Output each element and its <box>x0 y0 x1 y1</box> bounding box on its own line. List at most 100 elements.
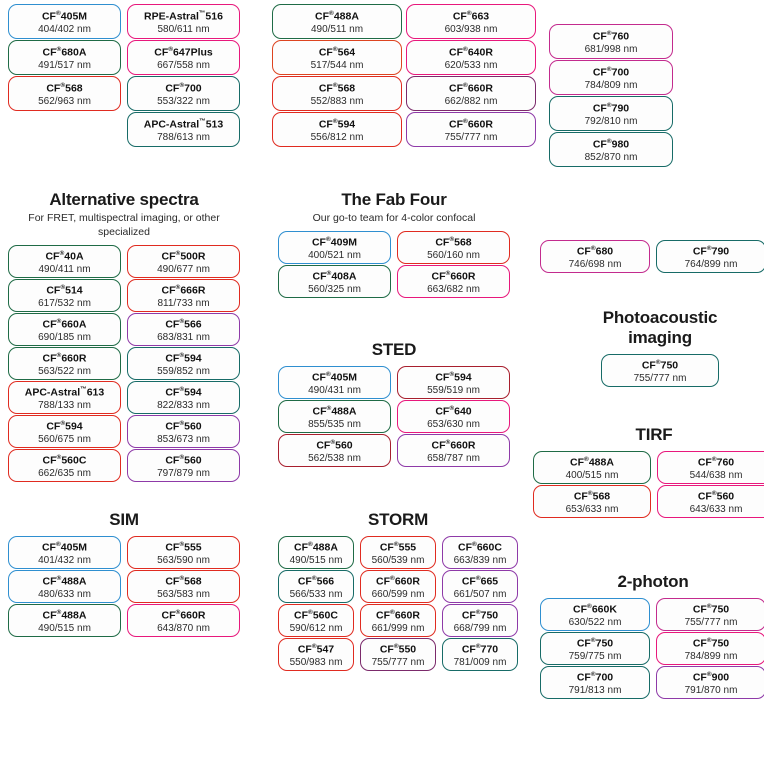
dye-wavelengths: 560/325 nm <box>308 284 361 296</box>
dye-name: CF®568 <box>165 574 202 588</box>
dye-name: CF®760 <box>592 29 630 43</box>
dye-wavelengths: 822/833 nm <box>157 400 210 412</box>
dye-name: CF®547 <box>297 642 335 656</box>
dye-wavelengths: 784/899 nm <box>684 651 738 663</box>
dye-wavelengths: 792/810 nm <box>584 116 638 128</box>
dye-wavelengths: 491/517 nm <box>38 60 91 72</box>
dye-name: CF®660R <box>431 438 476 452</box>
dye-wavelengths: 662/635 nm <box>38 468 91 480</box>
dye-wavelengths: 559/519 nm <box>427 385 480 397</box>
group-title-fab-four: The Fab Four <box>341 190 447 209</box>
dye-name: CF®660R <box>431 269 476 283</box>
dye-name: CF®488A <box>315 9 359 23</box>
dye-wavelengths: 755/777 nm <box>684 617 738 629</box>
dye-name: CF®665 <box>461 574 499 588</box>
dye-wavelengths: 562/963 nm <box>38 96 91 108</box>
dye-name: CF®660R <box>376 608 420 622</box>
dye-wavelengths: 852/870 nm <box>584 152 638 164</box>
dye-wavelengths: 662/882 nm <box>444 96 498 108</box>
dye-wavelengths: 490/677 nm <box>157 264 210 276</box>
dye-name: CF®660K <box>573 602 617 616</box>
dye-name: CF®660A <box>42 317 87 331</box>
